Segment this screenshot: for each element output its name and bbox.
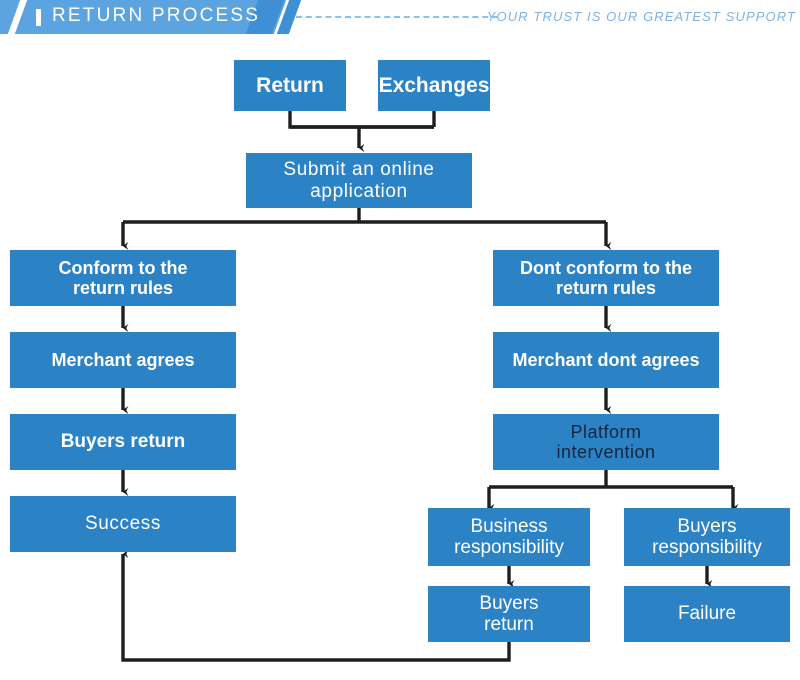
node-business-responsibility[interactable]: Business responsibility: [428, 508, 590, 566]
node-dont-conform-to-return-rules-label: Dont conform to the return rules: [520, 257, 692, 298]
node-submit-application-label: Submit an online application: [283, 159, 435, 202]
node-success[interactable]: Success: [10, 496, 236, 552]
node-failure-label: Failure: [677, 603, 737, 625]
node-failure[interactable]: Failure: [624, 586, 790, 642]
node-buyers-responsibility-label: Buyers responsibility: [652, 515, 762, 558]
node-exchanges-label: Exchanges: [378, 73, 490, 97]
node-exchanges[interactable]: Exchanges: [378, 60, 490, 111]
edge-return-to-submit: [288, 111, 434, 129]
node-buyers-return-left-label: Buyers return: [60, 431, 186, 453]
node-merchant-dont-agrees[interactable]: Merchant dont agrees: [493, 332, 719, 388]
node-platform-intervention[interactable]: Platform intervention: [493, 414, 719, 470]
header-banner: RETURN PROCESS YOUR TRUST IS OUR GREATES…: [0, 0, 800, 34]
node-business-responsibility-label: Business responsibility: [454, 515, 564, 558]
node-merchant-agrees-label: Merchant agrees: [51, 349, 195, 370]
header-tagline: YOUR TRUST IS OUR GREATEST SUPPORT: [486, 9, 796, 24]
header-dashed-rule: [296, 16, 498, 18]
node-conform-to-return-rules[interactable]: Conform to the return rules: [10, 250, 236, 306]
header-tick-icon: [36, 9, 41, 26]
node-dont-conform-to-return-rules[interactable]: Dont conform to the return rules: [493, 250, 719, 306]
page-title: RETURN PROCESS: [52, 5, 261, 26]
node-buyers-responsibility[interactable]: Buyers responsibility: [624, 508, 790, 566]
node-buyers-return-right-label: Buyers return: [479, 592, 539, 635]
node-submit-application[interactable]: Submit an online application: [246, 153, 472, 208]
node-merchant-dont-agrees-label: Merchant dont agrees: [512, 349, 700, 370]
node-platform-intervention-label: Platform intervention: [556, 421, 656, 462]
node-return-label: Return: [256, 73, 324, 97]
node-merchant-agrees[interactable]: Merchant agrees: [10, 332, 236, 388]
node-buyers-return-left[interactable]: Buyers return: [10, 414, 236, 470]
node-buyers-return-right[interactable]: Buyers return: [428, 586, 590, 642]
node-success-label: Success: [84, 513, 161, 535]
node-conform-to-return-rules-label: Conform to the return rules: [58, 257, 188, 298]
node-return[interactable]: Return: [234, 60, 346, 111]
